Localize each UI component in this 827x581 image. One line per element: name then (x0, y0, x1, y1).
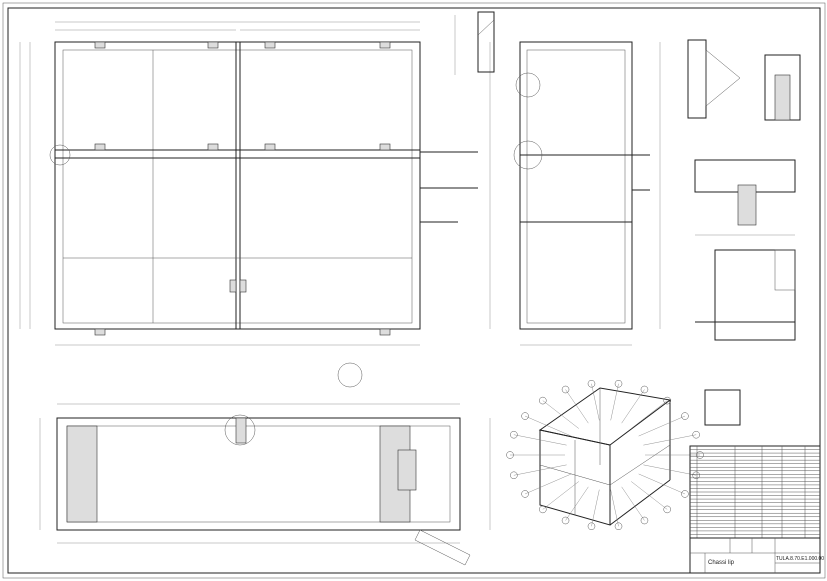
balloon-leader (565, 486, 589, 521)
part-balloon (692, 471, 700, 480)
balloon-leader (591, 489, 600, 527)
balloon-leader (621, 486, 645, 521)
part-balloons (506, 379, 704, 531)
part-balloon (510, 471, 518, 480)
balloon-leader (513, 464, 567, 476)
part-balloon (587, 522, 596, 531)
balloon-leader (525, 415, 572, 437)
balloon-leader (638, 473, 685, 495)
balloon-leader (610, 489, 619, 527)
top-view (39, 403, 491, 566)
balloon-leader (542, 400, 579, 429)
isometric-view (538, 387, 672, 526)
balloon-leader (631, 400, 668, 429)
balloon-leader (631, 481, 668, 510)
title-block: Chassi lip TULA.8.70.E1.000.00 (689, 537, 824, 574)
balloon-leader (610, 383, 619, 421)
side-view (513, 41, 661, 346)
balloon-leader (513, 434, 567, 446)
balloon-leader (542, 481, 579, 510)
part-balloon (510, 430, 518, 439)
part-balloon (614, 379, 623, 388)
part-balloon (681, 412, 689, 420)
part-balloon (681, 490, 689, 498)
part-balloon (640, 385, 649, 394)
detail-views (337, 39, 801, 426)
balloon-leader (643, 464, 697, 476)
balloon-leader (621, 389, 645, 424)
balloon-leader (565, 389, 589, 424)
part-balloon (561, 516, 570, 525)
part-balloon (640, 516, 649, 525)
part-balloon (663, 505, 671, 514)
part-balloon (521, 490, 529, 498)
detail-top (454, 11, 495, 75)
part-balloon (521, 412, 529, 420)
balloon-leader (643, 434, 697, 446)
part-balloon (539, 505, 547, 514)
balloon-leader (525, 473, 572, 495)
balloon-leader (591, 383, 600, 421)
front-view (19, 21, 491, 346)
part-balloon (561, 385, 570, 394)
parts-list-table (689, 445, 821, 539)
sheet-border (7, 7, 821, 574)
part-balloon (614, 522, 623, 531)
part-balloon (587, 379, 596, 388)
drawing-title: Chassi lip (708, 560, 735, 566)
drawing-number: TULA.8.70.E1.000.00 (776, 556, 824, 562)
part-balloon (663, 396, 671, 405)
part-balloon (539, 396, 547, 405)
part-balloon (692, 430, 700, 439)
balloon-leader (638, 415, 685, 437)
